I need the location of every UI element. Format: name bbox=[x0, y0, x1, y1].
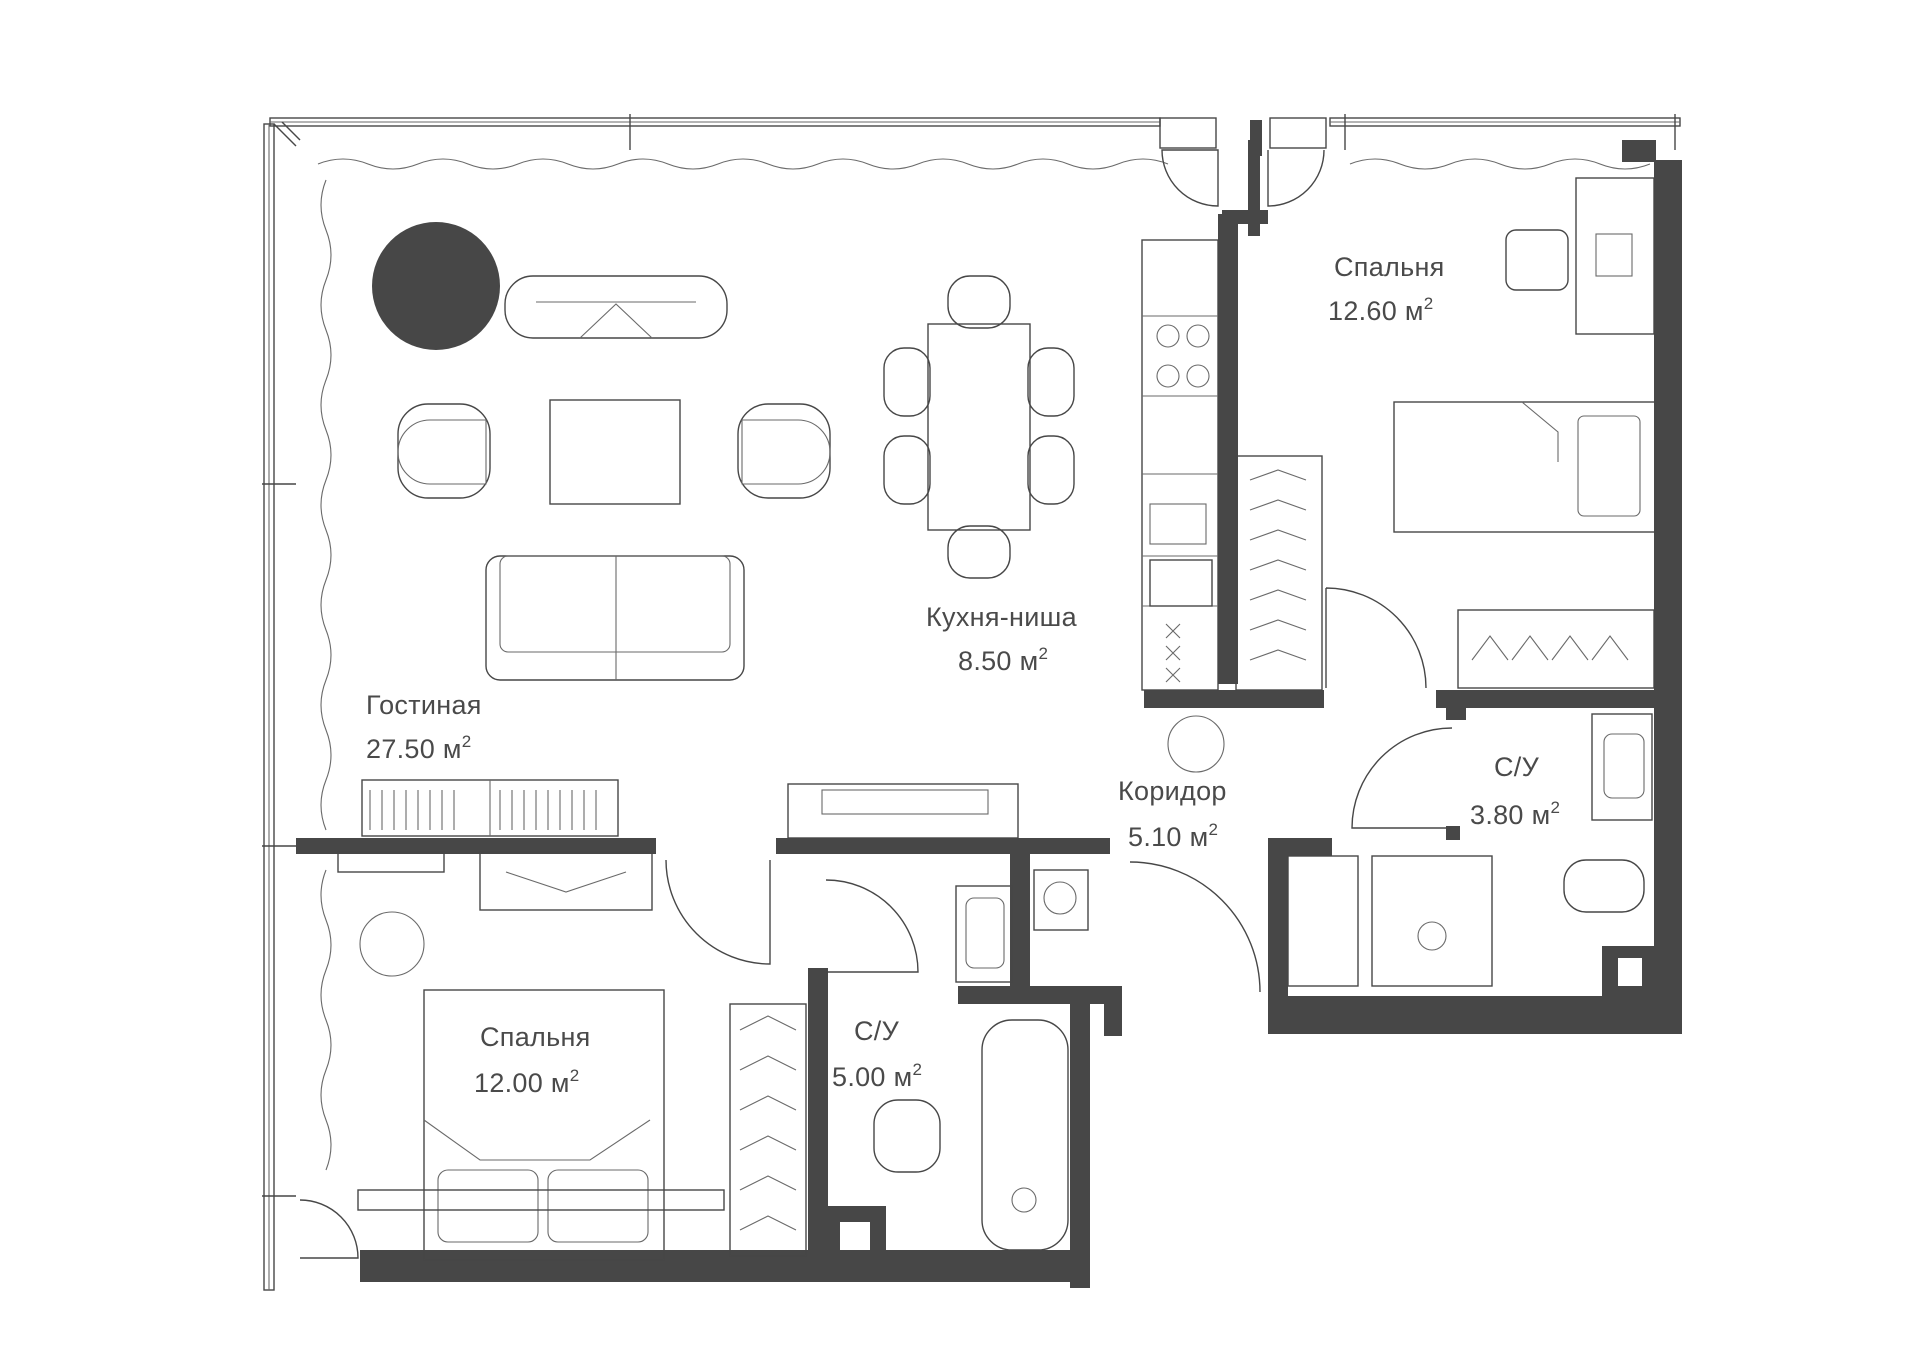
round-table-icon bbox=[372, 222, 500, 350]
furniture bbox=[337, 177, 1657, 1261]
walls bbox=[296, 120, 1682, 1288]
bed-icon bbox=[1393, 401, 1657, 533]
room-name-corridor: Коридор bbox=[1118, 776, 1227, 806]
room-area-corridor: 5.10 м2 bbox=[1128, 820, 1218, 852]
room-name-living: Гостиная bbox=[366, 690, 482, 720]
room-area-bath1: 3.80 м2 bbox=[1470, 798, 1560, 830]
room-labels: Гостиная 27.50 м2 Кухня-ниша 8.50 м2 Спа… bbox=[366, 252, 1560, 1098]
room-area-bath2: 5.00 м2 bbox=[832, 1060, 922, 1092]
dining-table-icon bbox=[927, 323, 1031, 531]
room-area-bedroom2: 12.00 м2 bbox=[474, 1066, 580, 1098]
bathtub-icon bbox=[981, 1019, 1069, 1251]
room-name-bedroom2: Спальня bbox=[480, 1022, 591, 1052]
sink-icon bbox=[955, 885, 1013, 983]
glazing bbox=[262, 114, 1681, 1291]
room-area-kitchen: 8.50 м2 bbox=[958, 644, 1048, 676]
kitchen-unit-icon bbox=[1141, 239, 1219, 691]
toilet-icon bbox=[1563, 859, 1645, 913]
room-name-bath1: С/У bbox=[1494, 752, 1540, 782]
sofa-icon bbox=[485, 555, 745, 681]
bed-icon bbox=[423, 989, 665, 1261]
room-name-bedroom1: Спальня bbox=[1334, 252, 1445, 282]
toilet-icon bbox=[873, 1099, 941, 1173]
curtains bbox=[317, 158, 1651, 1171]
room-name-bath2: С/У bbox=[854, 1016, 900, 1046]
room-name-kitchen: Кухня-ниша bbox=[926, 602, 1078, 632]
room-area-bedroom1: 12.60 м2 bbox=[1328, 294, 1434, 326]
doors bbox=[299, 117, 1453, 1259]
shower-icon bbox=[1371, 855, 1493, 987]
washer-icon bbox=[1033, 869, 1089, 931]
room-area-living: 27.50 м2 bbox=[366, 732, 472, 764]
